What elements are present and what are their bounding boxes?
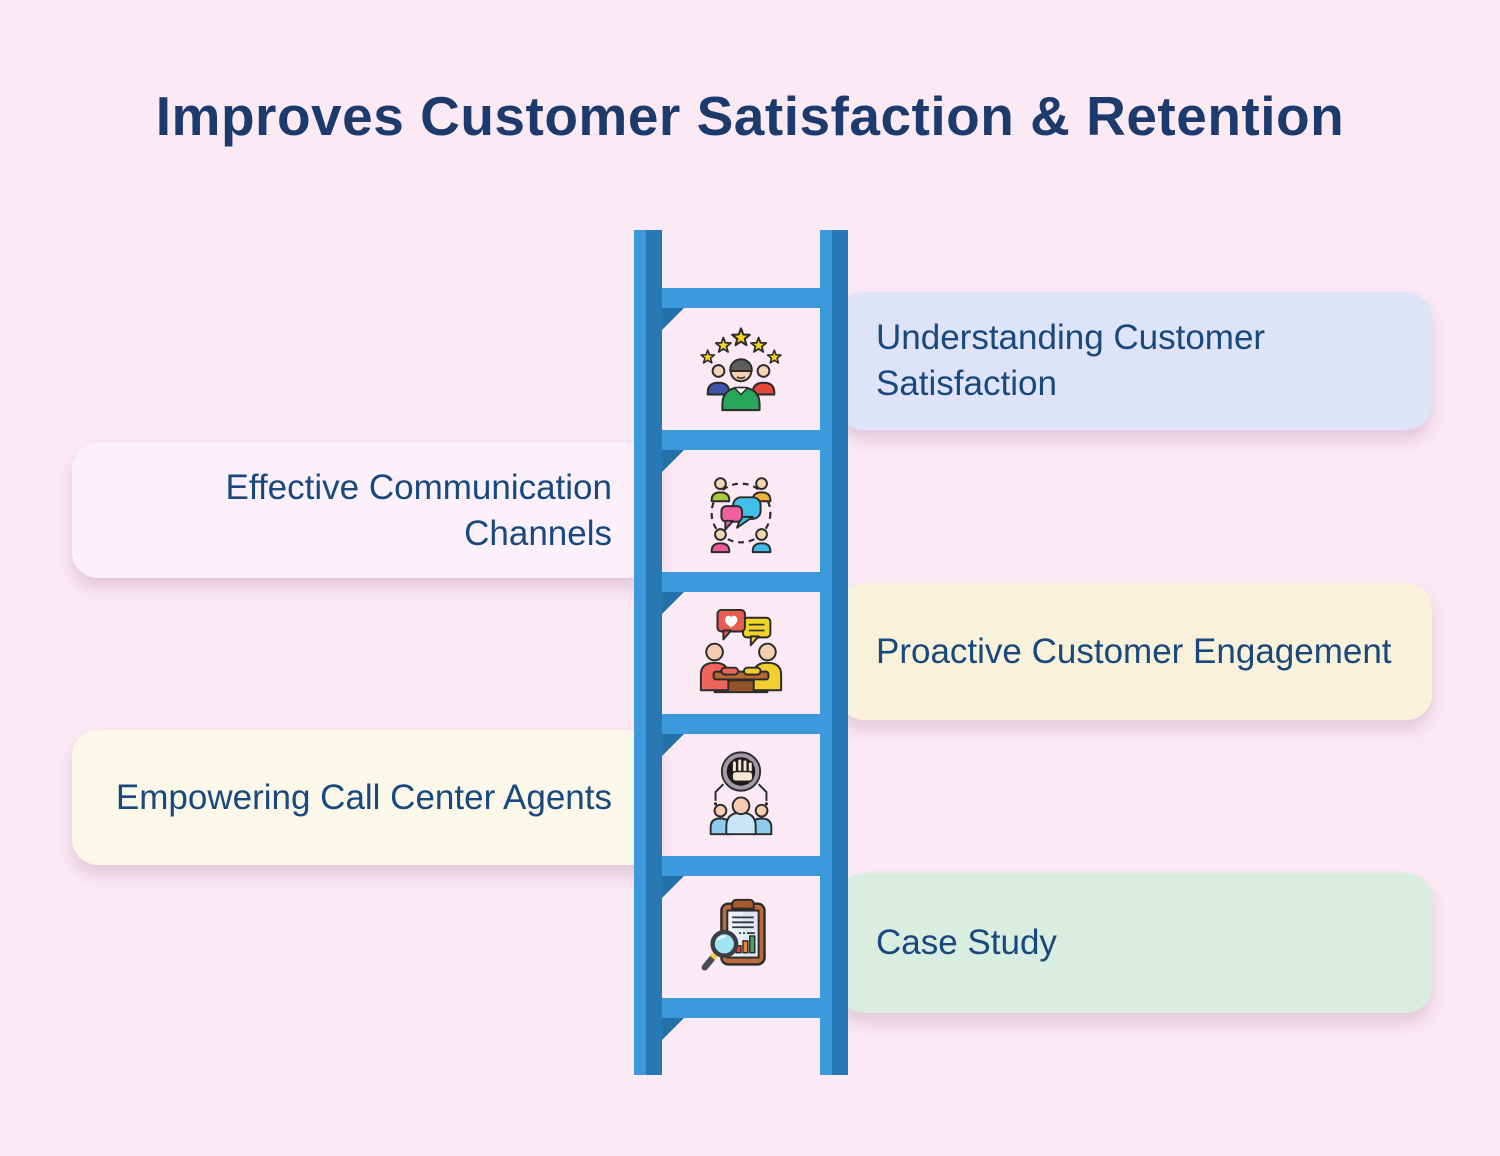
proactive-engagement-icon [699,608,783,694]
customer-satisfaction-icon [700,327,782,412]
step-label: Effective Communication Channels [225,467,612,553]
rung-shadow [662,876,684,898]
ladder-rail-right [820,230,848,1075]
step-box-empowering-call-center-agents: Empowering Call Center Agents [72,730,660,865]
step-box-proactive-customer-engagement: Proactive Customer Engagement [838,583,1432,720]
communication-channels-icon [710,477,772,554]
step-label: Empowering Call Center Agents [115,777,612,817]
rung-shadow [662,734,684,756]
rung-shadow [662,592,684,614]
ladder-cell [662,308,820,430]
ladder-cell [662,592,820,714]
ladder-rung [644,572,844,592]
step-box-effective-communication-channels: Effective Communication Channels [72,443,660,578]
step-label: Understanding Customer Satisfaction [876,318,1266,403]
step-label: Proactive Customer Engagement [876,631,1392,671]
rung-shadow [662,308,684,330]
step-box-understanding-customer-satisfaction: Understanding Customer Satisfaction [838,292,1432,430]
page-title: Improves Customer Satisfaction & Retenti… [155,85,1345,147]
ladder-rung [644,288,844,308]
step-box-case-study: Case Study [838,873,1432,1013]
ladder-rung [644,714,844,734]
ladder-cell [662,876,820,998]
rung-shadow [662,1018,684,1040]
ladder-cell [662,450,820,572]
ladder-cell [662,734,820,856]
rung-shadow [662,450,684,472]
ladder-rung [644,856,844,876]
ladder-rail-left [634,230,662,1075]
ladder-rung [644,998,844,1018]
ladder-rung [644,430,844,450]
empowering-agents-icon [709,751,773,836]
step-label: Case Study [876,923,1057,962]
case-study-icon [701,898,766,971]
